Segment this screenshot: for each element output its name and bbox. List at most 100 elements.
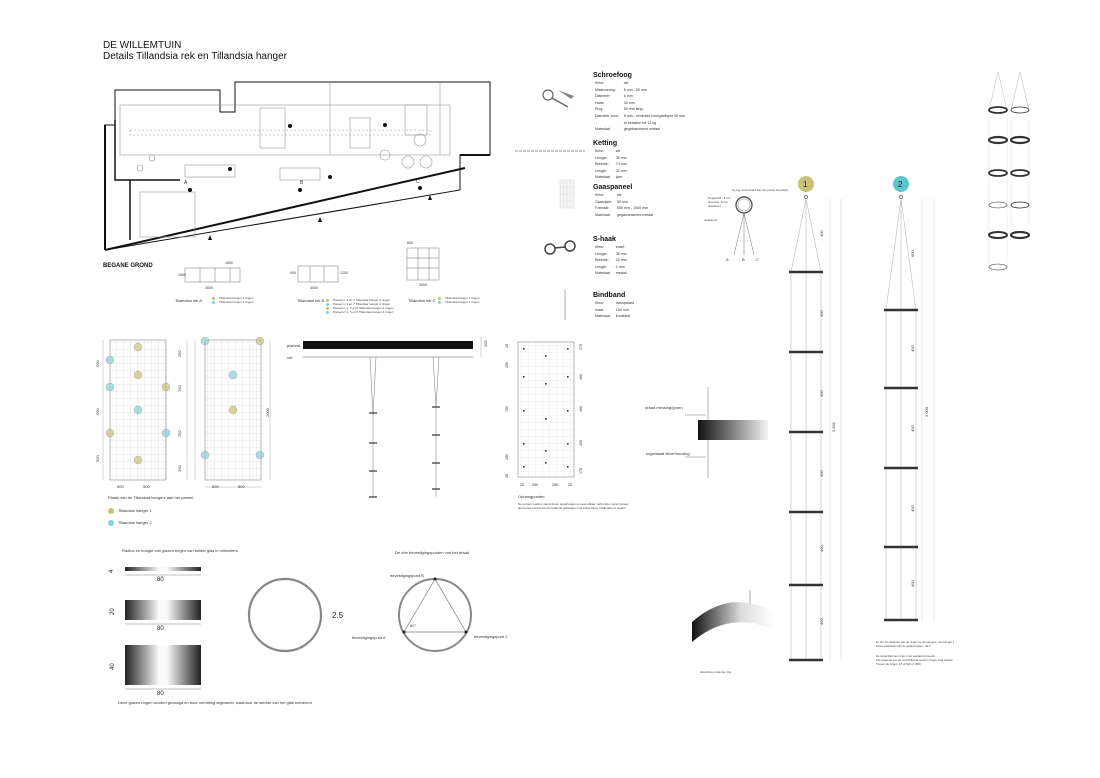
material-key: Diameter boor:: [595, 113, 619, 118]
glass-h-1: 4: [109, 569, 115, 573]
rack-a-w2: 3000: [205, 286, 213, 290]
dim-left-1: 500: [95, 360, 100, 367]
cable-tie-icon: [564, 290, 566, 320]
susp-bottom-3: 250: [552, 483, 558, 487]
rack-a-label: Tillandsia rek A: [175, 298, 202, 303]
panel-dims-left: 500 500 500: [95, 360, 100, 462]
glass-caption: Radius en hoogte van glazen ringen van h…: [122, 548, 238, 553]
susp-left-5: 25: [505, 474, 509, 478]
susp-right-2: 400: [579, 374, 583, 380]
material-title: S-haak: [593, 236, 616, 243]
rack-c-w: 800: [407, 241, 413, 245]
dim-left-2: 500: [95, 408, 100, 415]
susp-bottom-4: 25: [568, 483, 572, 487]
dim-left-3: 500: [95, 455, 100, 462]
hanger-1-number: 1: [803, 180, 808, 189]
hanger-2-number: 2: [898, 180, 903, 189]
susp-left-3: 750: [505, 406, 509, 412]
panel-caption: Plaats van de Tillandsia hangers aan het…: [108, 495, 194, 500]
material-value: 74 mm: [615, 162, 627, 167]
material-value: 6 mm - 50 mm: [623, 87, 647, 92]
rack-a-legend: Tillandsia hanger 3 ringen Tillandsia ha…: [212, 296, 253, 304]
abc-a: A: [726, 257, 729, 262]
glass-h-2: 20: [110, 608, 116, 615]
material-key: Materiaal:: [595, 271, 611, 276]
material-value: 6 mm: [623, 94, 633, 99]
material-key: Kleur:: [595, 193, 605, 197]
material-key: Materiaal:: [595, 212, 611, 217]
abc-b: B: [742, 257, 745, 262]
glass-h-3: 40: [110, 663, 116, 670]
rack-b-legend-3: Paneel 2, 4, 5 en 6 Tillandsia hanger 3 …: [333, 306, 394, 310]
material-value: wit: [623, 81, 629, 85]
material-value: 36 mm: [615, 155, 627, 160]
rack-a-diagram: 1500 3000 1500: [178, 261, 241, 290]
detail-wire-label: draad messing/groen: [645, 405, 683, 410]
material-key: Hoogte:: [595, 155, 608, 160]
material-value: te belasten tot 12 kg: [623, 120, 657, 125]
suspension-note-2: Het paneel wordt aan het plafond gehange…: [518, 506, 627, 510]
mesh-panel-icon: [559, 179, 575, 209]
legend-dot-2: [108, 520, 114, 526]
rack-b-legend-2: Paneel 1, 3 en 7 Tillandsia hanger 3 rin…: [333, 302, 391, 306]
rack-b-diagram: 3000 1200 400: [290, 265, 348, 290]
material-value: 150 mm: [615, 307, 629, 312]
material-key: Plug:: [595, 107, 604, 112]
material-row: Materiaal:metaal: [595, 271, 630, 276]
material-row: Diameter:6 mm: [595, 94, 688, 99]
floorplan-label: BEGANE GROND: [103, 263, 153, 269]
material-key: Gaasrijzie:: [595, 199, 612, 204]
h1-dim-2: 400: [819, 310, 824, 317]
h1-dim-4: 400: [819, 470, 824, 477]
material-key: Kleur:: [595, 301, 605, 305]
hanger-note-2: De kostenlijst van ringen met vastgezet …: [876, 654, 953, 666]
material-value: zwart: [615, 245, 625, 249]
dim-right-4: 250: [177, 465, 182, 472]
hanger-top-note: bij ring wordt draad aan het paneel beve…: [732, 188, 788, 192]
rack-b-h: 1200: [340, 271, 348, 275]
rack-b-legend-1: Paneel 1, 2 en 7 Tillandsia hanger 3 rin…: [333, 298, 391, 302]
rack-a-h: 1500: [178, 273, 186, 277]
glass-note: Deze glazen ringen worden gezaagd en doo…: [118, 700, 312, 705]
h1-total: 2 831: [831, 421, 836, 432]
rack-b-label: Tillandsia rek B: [297, 298, 325, 303]
material-key: Kleur:: [595, 81, 605, 85]
h2-dim-2: 400: [910, 345, 915, 352]
suspension-note-1: De punten worden vanaf dezer opgehangen …: [518, 502, 629, 506]
material-row: Gaasrijzie:50 mm: [595, 200, 656, 205]
material-value: wit: [616, 193, 622, 197]
attach-point-c: bevestigingspunt C: [474, 634, 508, 639]
h2-dim-5: 400: [910, 580, 915, 587]
material-value: transparant: [615, 301, 634, 305]
floorplan: A B C: [104, 81, 491, 251]
material-row: Kleur: wit: [595, 81, 688, 86]
panel-legend: Tillandsia hanger 1 Tillandsia hanger 2: [108, 508, 152, 526]
material-title: Schroefoog: [593, 72, 632, 79]
h1-dim-6: 400: [819, 618, 824, 625]
material-key: Breedte:: [595, 258, 609, 263]
susp-right-5: 175: [579, 468, 583, 474]
material-row: Maatvoering:6 mm - 50 mm: [595, 88, 688, 93]
material-value: 35 mm: [615, 251, 627, 256]
material-row: Breedte: 74 mm: [595, 162, 630, 167]
material-row: Materiaal:gegalvaniseerd metaal: [595, 213, 656, 218]
top-note-1: bij ring wordt draad aan het paneel beve…: [732, 188, 788, 192]
material-key: Materiaal:: [595, 314, 611, 319]
hanger-note-1: Er zijn 10 varianten van de ringen op de…: [876, 640, 954, 648]
rack-b-w: 3000: [310, 286, 318, 290]
dim-right-3: 750: [177, 430, 182, 437]
h2-dim-4: 400: [910, 505, 915, 512]
material-value: gegalvaniseerd metaal: [623, 127, 660, 132]
ring-plan: 2.5: [247, 577, 344, 653]
material-row: maat:150 mm: [595, 308, 637, 313]
dim-right-2: 750: [177, 385, 182, 392]
susp-left-1: 25: [505, 344, 509, 348]
h1-dim-1: 400: [819, 230, 824, 237]
hanger-top-side: knopjeslas - 8 mm bevestig - 8 mm draadb…: [708, 196, 733, 208]
material-key: Breedte:: [595, 162, 609, 167]
dim-bottom-2: 500: [143, 484, 150, 489]
ring-thickness: 2.5: [332, 611, 344, 620]
